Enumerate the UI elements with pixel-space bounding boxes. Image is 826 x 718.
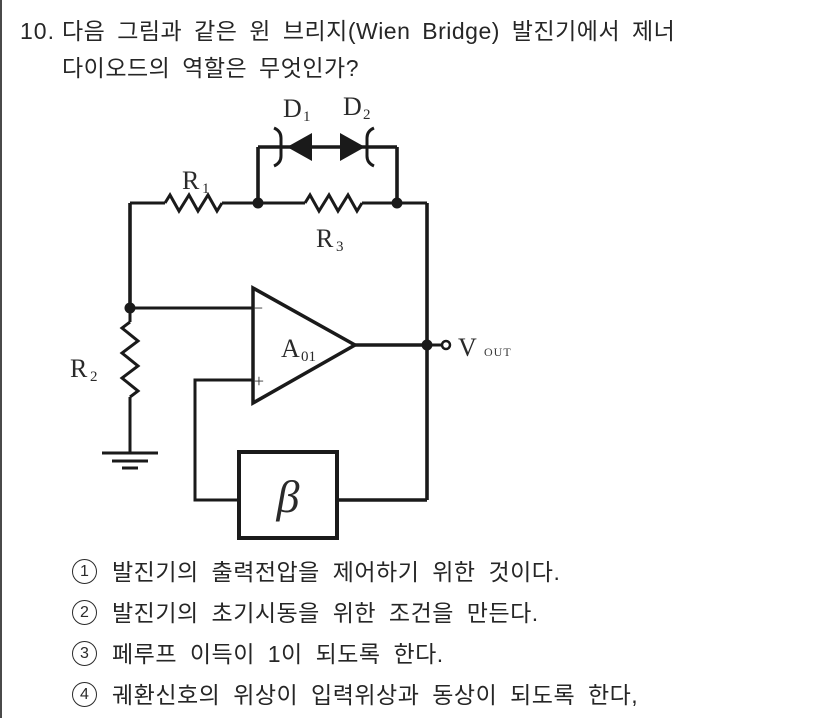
- circuit-svg: D 1 D 2 R 1 R 3 R 2 − + A 01 V OUT β: [70, 92, 512, 540]
- r2-label: R: [70, 354, 88, 383]
- option-2-number-badge: 2: [72, 600, 97, 625]
- option-4-text: 궤환신호의 위상이 입력위상과 동상이 되도록 한다,: [112, 682, 639, 708]
- beta-block: [237, 450, 339, 540]
- d2-label: D: [343, 92, 362, 121]
- feedback-left-wire: [193, 378, 253, 502]
- resistor-r2-icon: [119, 320, 141, 399]
- zener-diode-d2-cathode-bar: [365, 126, 375, 168]
- page-left-border: [0, 0, 2, 718]
- d1-label-sub: 1: [303, 109, 311, 125]
- junction-dot-left: [252, 197, 264, 209]
- zener-diode-d1-cathode-bar: [273, 126, 283, 168]
- question-number: 10.: [20, 18, 55, 44]
- option-1-text: 발진기의 출력전압을 제어하기 위한 것이다.: [112, 559, 561, 585]
- question-line-2: 다이오드의 역할은 무엇인가?: [62, 55, 359, 81]
- option-1: 1 발진기의 출력전압을 제어하기 위한 것이다.: [72, 558, 792, 586]
- option-3: 3 페루프 이득이 1이 되도록 한다.: [72, 640, 792, 668]
- r3-label: R: [316, 224, 334, 253]
- option-3-text: 페루프 이득이 1이 되도록 한다.: [112, 641, 444, 667]
- d1-label: D: [283, 94, 302, 123]
- junction-dot-inverting: [124, 302, 136, 314]
- vout-terminal-icon: [440, 339, 452, 351]
- option-1-number-badge: 1: [72, 559, 97, 584]
- option-3-number-badge: 3: [72, 641, 97, 666]
- option-4-number-badge: 4: [72, 682, 97, 707]
- answer-options: 1 발진기의 출력전압을 제어하기 위한 것이다. 2 발진기의 초기시동을 위…: [72, 558, 792, 718]
- junction-dot-right: [391, 197, 403, 209]
- r2-label-sub: 2: [90, 369, 98, 385]
- opamp-gain-label: A: [281, 334, 300, 363]
- question-block: 10. 다음 그림과 같은 윈 브리지(Wien Bridge) 발진기에서 제…: [20, 13, 800, 87]
- zener-diode-d2-icon: [340, 133, 365, 161]
- opamp-triangle: [251, 285, 359, 407]
- opamp-minus-sign: −: [253, 298, 263, 318]
- r3-label-sub: 3: [336, 239, 344, 255]
- junction-dot-output: [421, 339, 433, 351]
- r1-label-sub: 1: [202, 181, 210, 197]
- vout-label-sub: OUT: [484, 345, 512, 359]
- opamp-gain-label-sub: 01: [301, 349, 316, 365]
- option-4: 4 궤환신호의 위상이 입력위상과 동상이 되도록 한다,: [72, 681, 792, 709]
- question-text: 다음 그림과 같은 윈 브리지(Wien Bridge) 발진기에서 제너 다이…: [62, 13, 675, 87]
- zener-diode-d1-icon: [287, 133, 312, 161]
- beta-label: β: [276, 471, 300, 522]
- vout-label: V: [458, 333, 477, 362]
- option-2: 2 발진기의 초기시동을 위한 조건을 만든다.: [72, 599, 792, 627]
- r1-label: R: [182, 166, 200, 195]
- question-line-1: 다음 그림과 같은 윈 브리지(Wien Bridge) 발진기에서 제너: [62, 18, 676, 44]
- opamp-plus-sign: +: [254, 371, 264, 391]
- resistor-r3-icon: [303, 192, 364, 214]
- resistor-r1-icon: [163, 192, 224, 214]
- d2-label-sub: 2: [363, 107, 371, 123]
- wien-bridge-circuit-diagram: D 1 D 2 R 1 R 3 R 2 − + A 01 V OUT β: [60, 90, 560, 570]
- option-2-text: 발진기의 초기시동을 위한 조건을 만든다.: [112, 600, 539, 626]
